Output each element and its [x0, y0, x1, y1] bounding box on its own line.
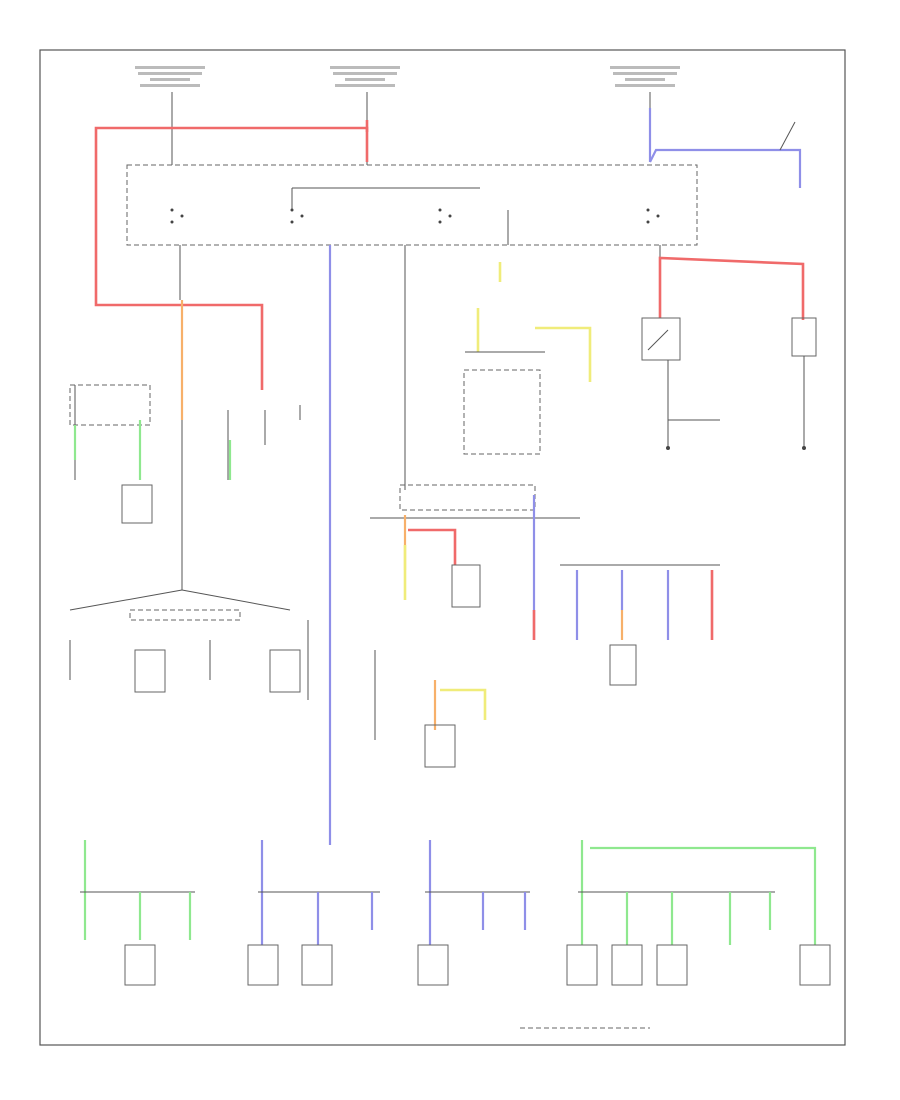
relay-right-1 [641, 317, 681, 361]
bottom-green-bus [590, 846, 817, 945]
red-battery-feed [94, 126, 369, 390]
ignition-switch-box [126, 164, 698, 246]
source-center [330, 66, 400, 87]
component-right-1 [609, 644, 637, 686]
bottom-comp-7 [656, 944, 688, 986]
bottom-comp-3 [301, 944, 333, 986]
bottom-comp-2 [247, 944, 279, 986]
bottom-comp-5 [566, 944, 598, 986]
diagram-border [39, 49, 846, 1046]
ignition-contacts [170, 208, 660, 224]
source-left [135, 66, 205, 87]
transmission-control-box [463, 369, 541, 455]
component-center-2 [424, 724, 456, 768]
relay-right-2 [791, 317, 817, 357]
component-mid-left-2 [269, 649, 301, 693]
bottom-comp-1 [124, 944, 156, 986]
center-junction-block [399, 484, 536, 511]
red-relay-feed [658, 256, 805, 320]
bottom-comp-8 [799, 944, 831, 986]
component-mid-left-1 [134, 649, 166, 693]
source-right [610, 66, 680, 87]
transmission-range-box [129, 609, 241, 621]
blue-top-right-run [649, 148, 802, 188]
component-left-1 [121, 484, 153, 524]
bottom-comp-6 [611, 944, 643, 986]
left-fuse-group [69, 384, 151, 426]
bottom-comp-4 [417, 944, 449, 986]
top-sources [135, 66, 680, 87]
component-center-1 [451, 564, 481, 608]
